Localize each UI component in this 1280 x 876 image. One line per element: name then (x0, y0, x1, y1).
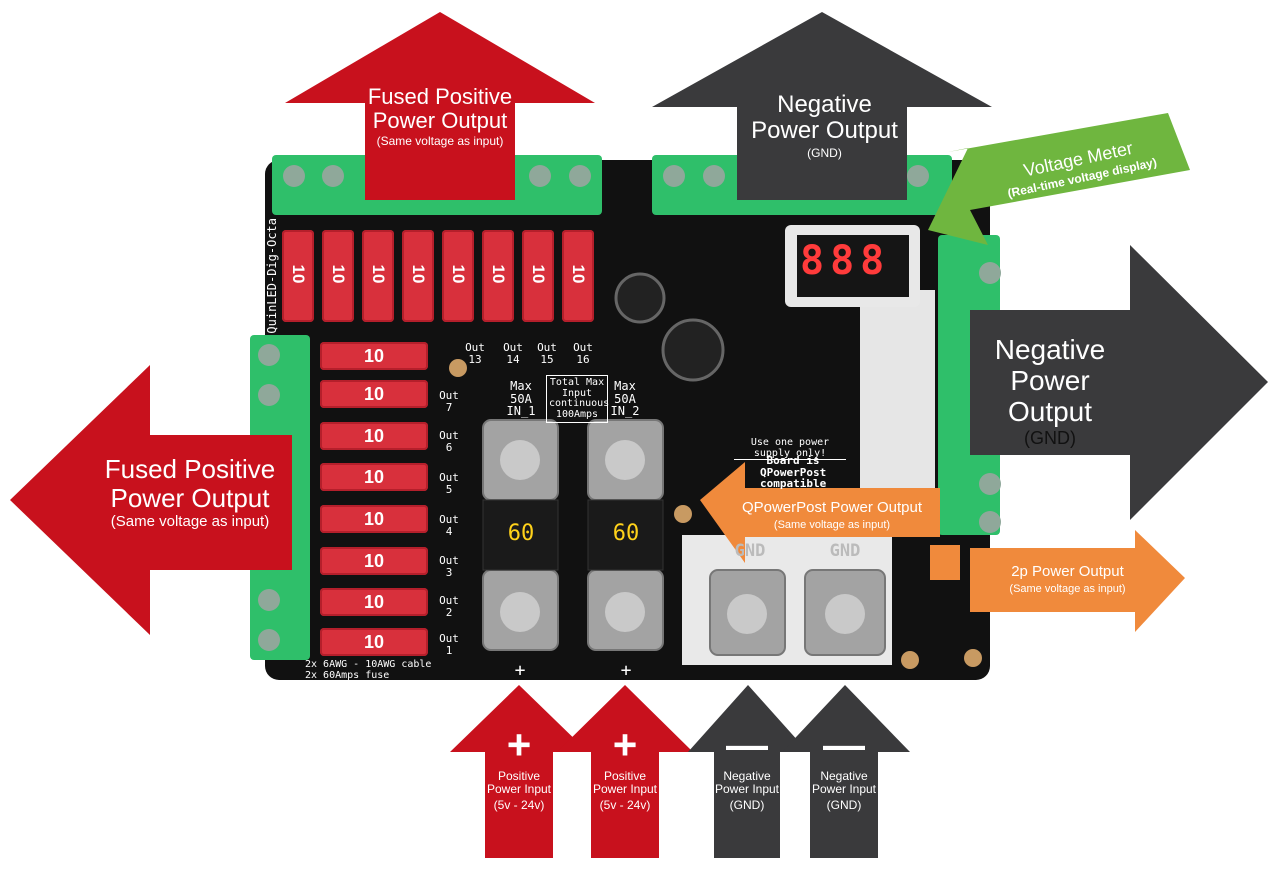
in2-label: Max 50A IN_2 (610, 379, 640, 419)
label-neg-in-1: — Negative Power Input (GND) (714, 721, 780, 812)
fuse-top: 10 (522, 230, 554, 322)
fuse-side: 10 (320, 463, 428, 491)
fuse-side: 10 (320, 342, 428, 370)
fuse-side: 10 (320, 380, 428, 408)
out-label: Out 5 (439, 471, 459, 496)
label-pos-in-2: + Positive Power Input (5v - 24v) (592, 721, 658, 812)
fuse-side: 10 (320, 628, 428, 656)
gnd-strip (860, 290, 935, 490)
voltage-meter-screen (797, 235, 909, 297)
in1-label: Max 50A IN_1 (506, 379, 536, 419)
arrow-right-negative (970, 245, 1268, 520)
fuse-top: 10 (322, 230, 354, 322)
arrow-top-fused (285, 12, 595, 200)
fuse-side: 10 (320, 588, 428, 616)
arrow-top-negative (652, 12, 992, 200)
label-top-negative: Negative Power Output (GND) (751, 91, 898, 160)
fuse-top: 10 (402, 230, 434, 322)
fuse-side: 10 (320, 505, 428, 533)
out-label: Out 1 (439, 632, 459, 657)
label-left-fused: Fused Positive Power Output (Same voltag… (104, 454, 276, 531)
out-label: Out 7 (439, 389, 459, 414)
fuse-top: 10 (362, 230, 394, 322)
label-neg-in-2: — Negative Power Input (GND) (811, 721, 877, 812)
arrow-pos-in-1 (450, 685, 588, 858)
out-label: Out 4 (439, 513, 459, 538)
big-fuse-2: 60 (612, 521, 640, 546)
label-right-negative: Negative Power Output (GND) (994, 334, 1106, 449)
arrow-neg-in-1 (688, 685, 808, 858)
plus-mark: + (620, 660, 632, 681)
fuse-side: 10 (320, 547, 428, 575)
warning-text: Use one power supply only! (734, 437, 846, 460)
plus-mark: + (514, 660, 526, 681)
out-label: Out 14 (503, 341, 523, 366)
fuse-top: 10 (562, 230, 594, 322)
fuse-side: 10 (320, 422, 428, 450)
fuse-top: 10 (482, 230, 514, 322)
board-name: QuinLED-Dig-Octa (265, 218, 279, 334)
label-pos-in-1: + Positive Power Input (5v - 24v) (486, 721, 552, 812)
voltage-meter-digits: 888 (800, 238, 891, 284)
gnd-mark: GND (734, 541, 766, 561)
out-label: Out 3 (439, 554, 459, 579)
big-fuse-1: 60 (507, 521, 535, 546)
arrow-2p (970, 530, 1185, 632)
fuse-top: 10 (282, 230, 314, 322)
qpp-note: Board is QPowerPost compatible (760, 454, 827, 491)
gnd-mark: GND (829, 541, 861, 561)
label-2p: 2p Power Output (Same voltage as input) (1009, 563, 1126, 595)
out-label: Out 15 (537, 341, 557, 366)
arrow-left-fused (10, 365, 292, 635)
arrow-qpowerpost (700, 462, 940, 563)
arrow-pos-in-2 (557, 685, 693, 858)
fuse-top: 10 (442, 230, 474, 322)
cable-note: 2x 6AWG - 10AWG cable 2x 60Amps fuse (305, 659, 432, 681)
arrow-neg-in-2 (782, 685, 910, 858)
label-top-fused: Fused Positive Power Output (Same voltag… (367, 84, 513, 149)
arrow-voltage-meter (928, 113, 1190, 245)
out-label: Out 6 (439, 429, 459, 454)
out-label: Out 16 (573, 341, 593, 366)
out-label: Out 2 (439, 594, 459, 619)
out-label: Out 13 (465, 341, 485, 366)
label-qpowerpost: QPowerPost Power Output (Same voltage as… (741, 499, 923, 531)
total-max-input: Total Max Input continuous 100Amps (546, 375, 609, 423)
